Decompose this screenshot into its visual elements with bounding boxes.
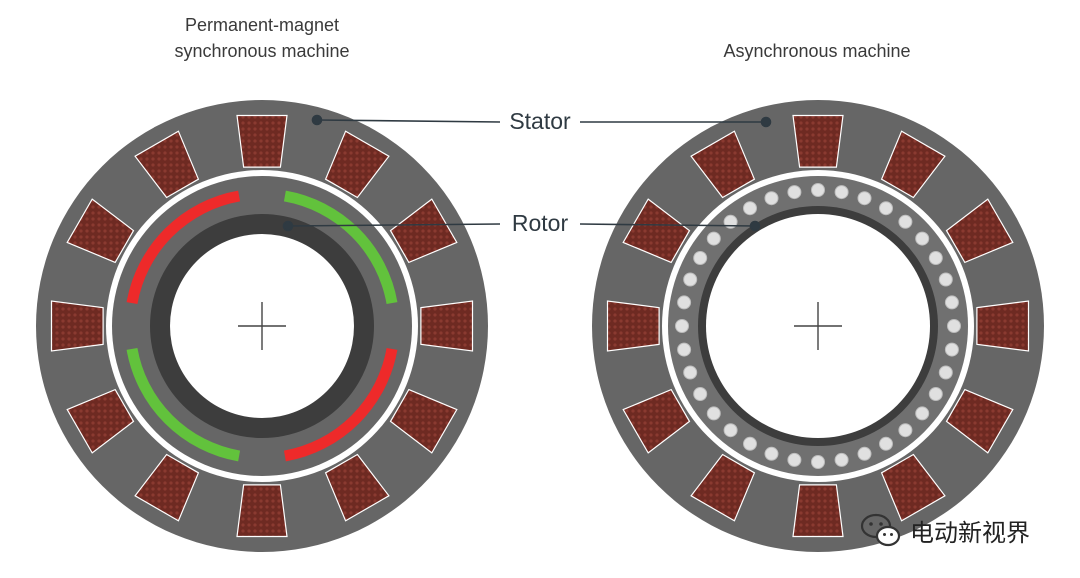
pmsm-coil-slot [420, 300, 474, 352]
stator-marker-left [311, 114, 323, 126]
async-rotor-bar [944, 295, 959, 310]
async-rotor-bar [706, 231, 721, 246]
async-title: Asynchronous machine [723, 41, 911, 61]
async-rotor-bar [898, 214, 913, 229]
pmsm-title-line1: Permanent-magnet [184, 15, 340, 35]
async-coil-slot [945, 198, 1014, 264]
async-rotor-bar [898, 423, 913, 438]
pmsm-coil-slot [50, 300, 104, 352]
pmsm-coil-slot [66, 198, 135, 264]
async-coil-slot [976, 300, 1030, 352]
pmsm-machine [36, 100, 488, 552]
pmsm-magnet-arc [283, 347, 398, 462]
async-rotor-bar [787, 452, 802, 467]
stator-label: Stator [509, 108, 571, 134]
async-rotor-bar [693, 387, 708, 401]
async-rotor-bar [938, 365, 953, 380]
pmsm-coil-slot [236, 114, 288, 168]
async-rotor-bar [857, 191, 872, 206]
pmsm-coil-slot [324, 130, 390, 199]
async-coil-slot [690, 453, 756, 522]
async-rotor-bar [944, 342, 959, 357]
async-coil-slot [622, 198, 691, 264]
stator-marker-right [760, 116, 772, 128]
async-rotor-bar [723, 423, 738, 438]
async-rotor-bar [677, 295, 692, 310]
async-coil-slot [606, 300, 660, 352]
pmsm-center-cross-icon [238, 302, 286, 350]
async-rotor-bar [764, 446, 779, 461]
async-rotor-bar [834, 452, 849, 467]
pmsm-stator-slots [50, 114, 474, 538]
stator-leader-lines [311, 114, 772, 128]
async-rotor-bar [743, 201, 757, 216]
async-rotor-bar [811, 455, 825, 469]
pmsm-magnet-arc [126, 347, 241, 462]
async-rotor-bar [811, 183, 825, 197]
async-coil-slot [792, 114, 844, 168]
pmsm-magnet-arc [283, 190, 398, 305]
async-rotor-bar [834, 185, 849, 200]
pmsm-title: Permanent-magnet synchronous machine [112, 12, 412, 64]
async-rotor-bar [683, 272, 698, 287]
pmsm-coil-slot [389, 198, 458, 264]
async-center-cross-icon [794, 302, 842, 350]
async-rotor-bar [915, 231, 930, 246]
async-rotor-bar [947, 319, 961, 333]
async-coil-slot [880, 453, 946, 522]
pmsm-magnets [126, 190, 398, 462]
async-rotor-bar [683, 365, 698, 380]
async-rotor-bar [928, 251, 943, 265]
async-rotor-bar [879, 201, 893, 216]
async-coil-slot [622, 388, 691, 454]
async-rotor-bar [675, 319, 689, 333]
async-coil-slot [690, 130, 756, 199]
async-coil-slot [792, 484, 844, 538]
async-rotor-bars [675, 183, 961, 469]
rotor-marker-left [282, 220, 294, 232]
pmsm-title-line2: synchronous machine [174, 41, 350, 61]
async-rotor-bar [764, 191, 779, 206]
pmsm-magnet-arc [126, 190, 241, 305]
rotor-leader-lines [282, 220, 761, 232]
pmsm-coil-slot [389, 388, 458, 454]
pmsm-coil-slot [134, 453, 200, 522]
wechat-icon [860, 513, 901, 547]
async-rotor-bar [706, 406, 721, 421]
async-rotor-bar [928, 387, 943, 401]
async-rotor-bar [879, 436, 893, 451]
async-rotor-bar [677, 342, 692, 357]
rotor-marker-right [749, 220, 761, 232]
async-rotor-bar [743, 436, 757, 451]
async-rotor-bar [915, 406, 930, 421]
async-rotor-bar [693, 251, 708, 265]
async-rotor-bar [857, 446, 872, 461]
rotor-label: Rotor [511, 210, 569, 236]
watermark-text: 电动新视界 [910, 518, 1030, 547]
async-machine [592, 100, 1044, 552]
async-coil-slot [945, 388, 1014, 454]
async-coil-slot [880, 130, 946, 199]
pmsm-coil-slot [236, 484, 288, 538]
async-stator-slots [606, 114, 1030, 538]
pmsm-coil-slot [324, 453, 390, 522]
pmsm-coil-slot [134, 130, 200, 199]
watermark: 电动新视界 [860, 506, 1030, 554]
async-rotor-bar [938, 272, 953, 287]
pmsm-coil-slot [66, 388, 135, 454]
async-rotor-bar [787, 185, 802, 200]
